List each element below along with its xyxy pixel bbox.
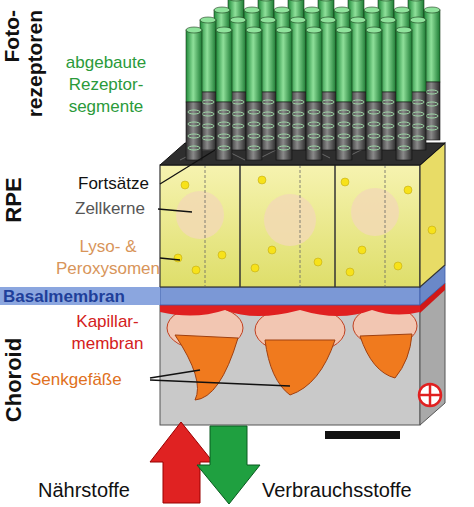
part-label: Senkgefäße bbox=[30, 369, 155, 390]
part-label: abgebaute Rezeptor- segmente bbox=[56, 52, 156, 118]
rpe-layer bbox=[160, 143, 445, 287]
photoreceptor-cylinders bbox=[186, 0, 440, 160]
flow-label: Nährstoffe bbox=[38, 478, 153, 502]
scale-bar bbox=[325, 431, 400, 439]
layer-title: Foto- rezeptoren bbox=[0, 10, 46, 140]
flow-label: Verbrauchsstoffe bbox=[262, 478, 474, 502]
node-text: Basalmembran bbox=[0, 287, 160, 306]
choroid-layer bbox=[160, 283, 445, 425]
part-label: Zellkerne bbox=[75, 198, 165, 219]
part-label: Fortsätze bbox=[78, 173, 168, 194]
layer-title: Choroid bbox=[2, 328, 26, 432]
nutrient-arrow bbox=[150, 422, 213, 503]
part-label: Lyso- & Peroxysomen bbox=[56, 236, 160, 280]
layer-title: RPE bbox=[2, 168, 26, 232]
membrane-band: Basalmembran bbox=[0, 287, 160, 305]
part-label: Kapillar- membran bbox=[60, 311, 155, 355]
waste-arrow bbox=[197, 426, 260, 504]
leader-lines bbox=[150, 150, 290, 386]
